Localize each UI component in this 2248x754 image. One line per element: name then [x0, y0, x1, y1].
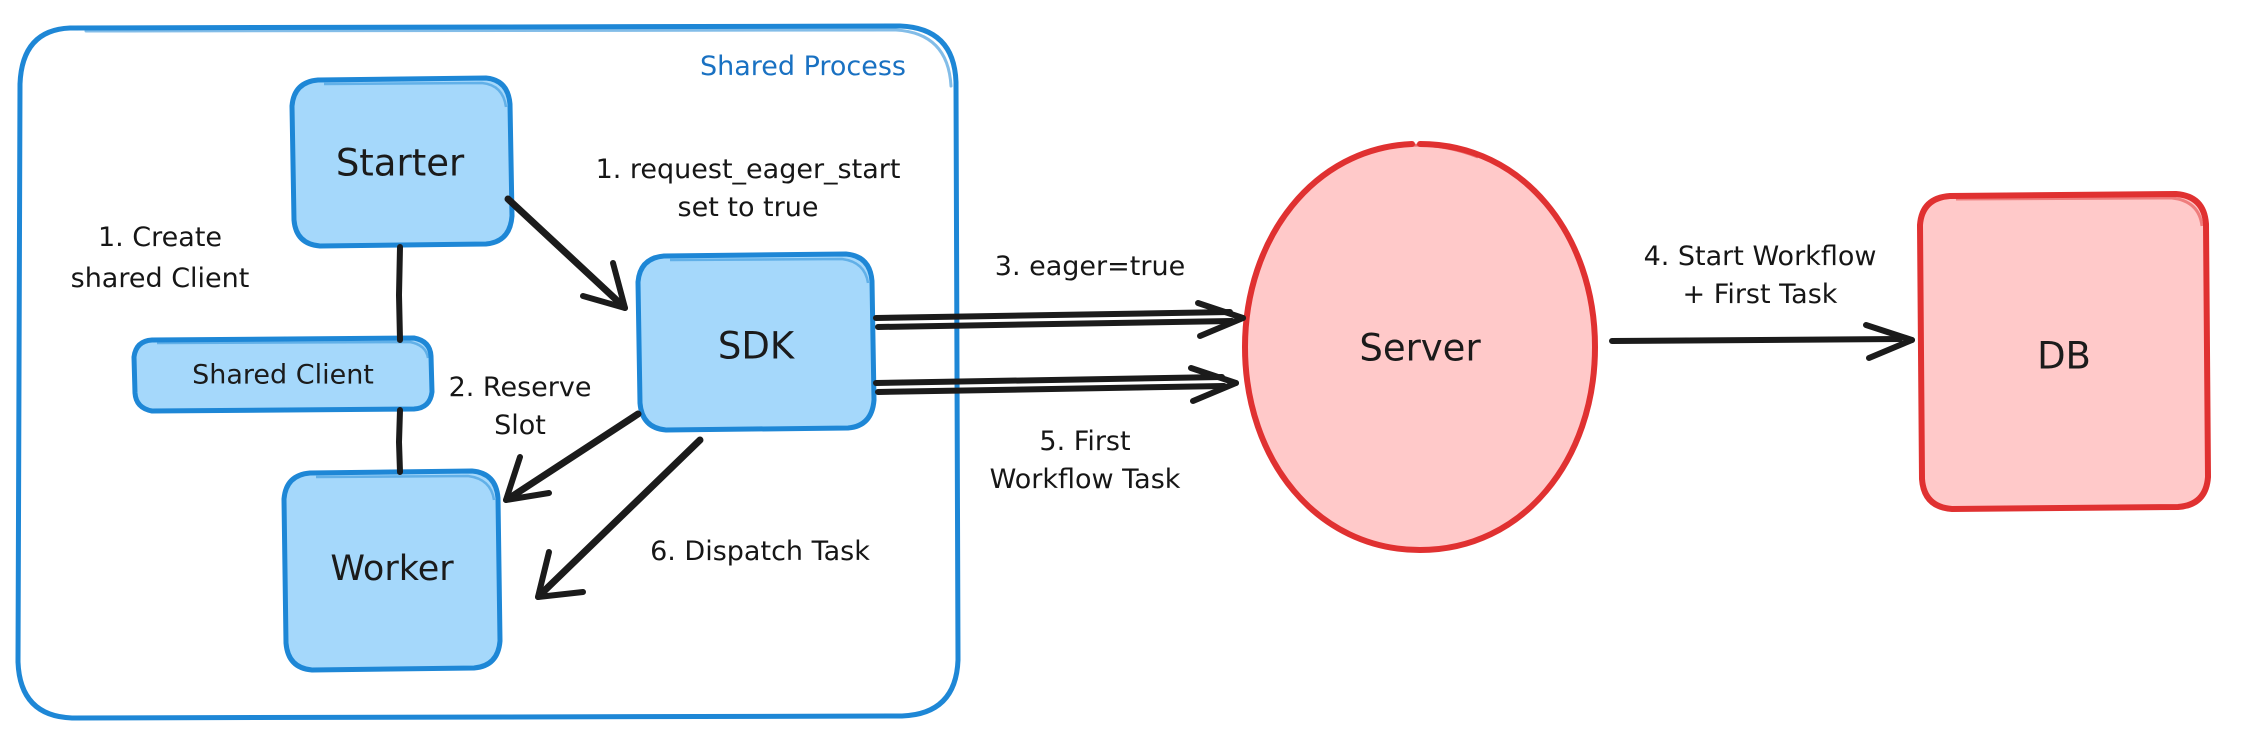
node-worker[interactable]: Worker [281, 468, 503, 673]
edge-first-workflow-task-label-line2: Workflow Task [990, 464, 1181, 495]
edge-start-workflow-label-line2: + First Task [1683, 279, 1838, 310]
node-shared-client[interactable]: Shared Client [131, 335, 435, 414]
edge-first-workflow-task-label-line1: 5. First [1039, 426, 1130, 457]
node-shared-client-label: Shared Client [192, 360, 374, 391]
edge-create-shared-client-label-line2: shared Client [71, 263, 250, 294]
node-sdk-label: SDK [718, 325, 796, 368]
edge-reserve-slot-label-line1: 2. Reserve [449, 372, 592, 403]
node-worker-label: Worker [330, 549, 454, 589]
shared-process-title: Shared Process [700, 51, 906, 82]
node-sdk[interactable]: SDK [635, 251, 877, 433]
edge-reserve-slot[interactable] [503, 410, 642, 503]
node-db[interactable]: DB [1917, 191, 2211, 512]
shared-process-group[interactable] [15, 23, 961, 721]
edge-request-eager-start-label-line2: set to true [678, 192, 819, 223]
node-server[interactable]: Server [1241, 141, 1599, 554]
edge-dispatch-task[interactable] [535, 436, 704, 600]
edge-start-workflow[interactable] [1609, 322, 1915, 361]
edge-reserve-slot-label-line2: Slot [494, 410, 546, 441]
node-db-label: DB [2037, 335, 2091, 378]
edge-dispatch-task-label-line1: 6. Dispatch Task [650, 536, 870, 567]
node-server-label: Server [1359, 327, 1481, 370]
edge-request-eager-start-label-line1: 1. request_eager_start [596, 154, 901, 185]
node-starter-label: Starter [336, 142, 465, 185]
edge-first-workflow-task[interactable] [873, 365, 1239, 404]
edge-eager-true-label: 3. eager=true [995, 251, 1185, 282]
edge-create-shared-client[interactable] [396, 244, 403, 475]
node-starter[interactable]: Starter [289, 75, 515, 249]
edge-create-shared-client-label-line1: 1. Create [98, 222, 222, 253]
edge-eager-true[interactable] [873, 300, 1246, 339]
edge-request-eager-start[interactable] [504, 195, 628, 311]
edge-start-workflow-label-line1: 4. Start Workflow [1644, 241, 1877, 272]
